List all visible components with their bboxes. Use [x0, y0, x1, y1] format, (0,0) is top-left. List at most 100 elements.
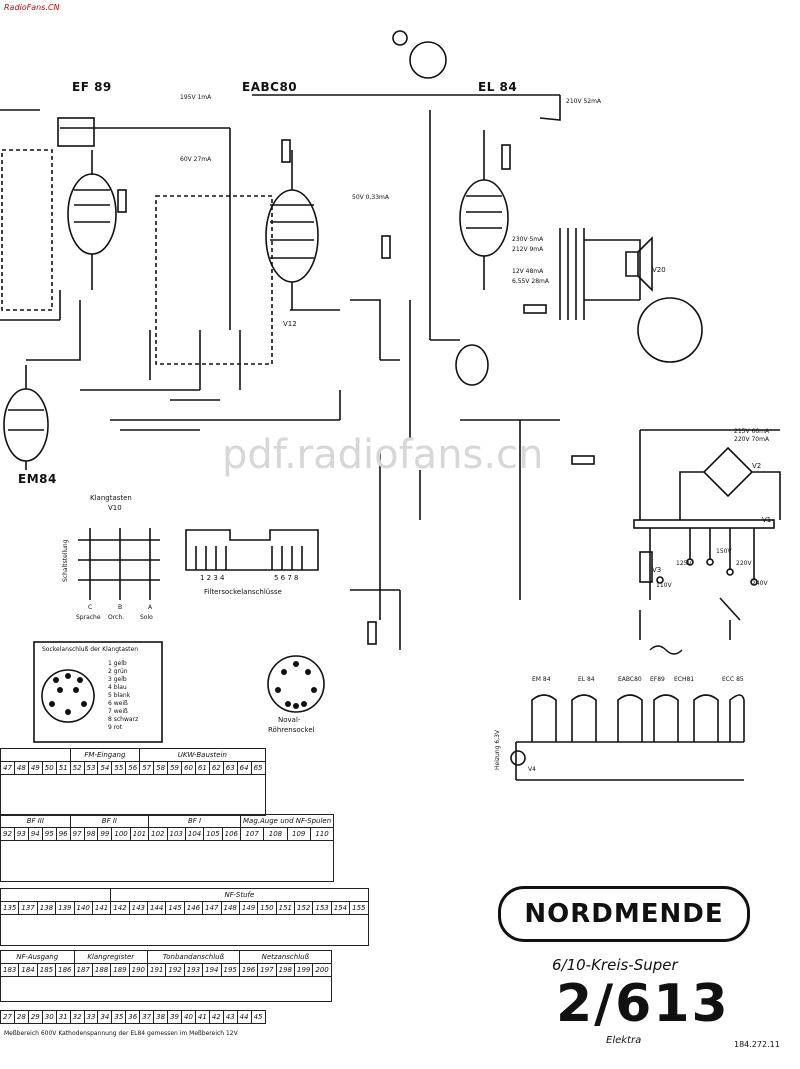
- table1-col: 59: [167, 761, 182, 775]
- table3-col: 138: [36, 901, 57, 915]
- table3-col: 153: [312, 901, 332, 915]
- table4-col: 199: [293, 963, 314, 977]
- table1-col: 61: [194, 761, 210, 775]
- table3-col: 149: [238, 901, 259, 915]
- model-subtitle: 6/10-Kreis-Super: [552, 956, 678, 974]
- table2-col: 103: [166, 827, 186, 841]
- table5-col: 41: [194, 1010, 210, 1024]
- table4-col: 186: [55, 963, 75, 977]
- table4-col: 191: [146, 963, 167, 977]
- table2-group-1: BF III: [0, 814, 71, 828]
- table5-col: 28: [13, 1010, 29, 1024]
- table2-col: 99: [97, 827, 113, 841]
- top-tube: [409, 41, 447, 79]
- mains-240: 240V: [752, 580, 768, 587]
- table5-col: 29: [27, 1010, 43, 1024]
- table5-col: 43: [222, 1010, 238, 1024]
- klang-key-1: Sprache: [76, 614, 101, 621]
- klang-key-3: Solo: [140, 614, 153, 621]
- mains-150: 150V: [716, 548, 732, 555]
- table1-col: 51: [55, 761, 71, 775]
- table1-group-2: UKW-Baustein: [139, 748, 266, 762]
- table4-col: 198: [275, 963, 296, 977]
- ef89-tube: [67, 173, 117, 255]
- table4-col: 189: [110, 963, 130, 977]
- table3-col: 144: [146, 901, 167, 915]
- voltage-7: 6,55V 28mA: [512, 278, 549, 285]
- table3-col: 148: [220, 901, 240, 915]
- table5-col: 38: [153, 1010, 169, 1024]
- heater-tube-4: EF89: [650, 676, 665, 683]
- bridge-rectifier: [679, 446, 781, 520]
- model-number: 2/613: [556, 974, 730, 1034]
- voltage-8: 210V 52mA: [566, 98, 602, 105]
- socket-color-9: 9 rot: [108, 724, 123, 731]
- label-v3: V3: [652, 566, 662, 574]
- table4-col: 188: [91, 963, 112, 977]
- table3-col: 141: [91, 901, 112, 915]
- site-label: RadioFans.CN: [4, 3, 60, 12]
- voltage-2: 60V 27mA: [180, 156, 212, 163]
- klangtasten-sub: V10: [108, 504, 122, 512]
- table3-col: 152: [293, 901, 314, 915]
- table2-col: 108: [263, 827, 288, 841]
- table1-col: 56: [125, 761, 141, 775]
- brand-name: NORDMENDE: [524, 899, 724, 929]
- table4-col: 190: [128, 963, 149, 977]
- table4-col: 200: [312, 963, 332, 977]
- label-v1: V1: [762, 516, 772, 524]
- socket-color-3: 3 gelb: [108, 676, 127, 683]
- table4-col: 187: [73, 963, 93, 977]
- table1-col: 50: [41, 761, 57, 775]
- table1-col: 62: [208, 761, 224, 775]
- table1-col: 65: [250, 761, 266, 775]
- tube-label-v12: V12: [283, 320, 297, 328]
- klangtasten-title: Klangtasten: [90, 494, 132, 502]
- table3-col: 135: [0, 901, 20, 915]
- socket-color-1: 1 gelb: [108, 660, 127, 667]
- table-footnote: Meßbereich 600V Kathodenspannung der EL8…: [4, 1030, 238, 1037]
- table1-col: 53: [83, 761, 99, 775]
- table4-group-4: Netzanschluß: [238, 950, 332, 964]
- table5-col: 44: [236, 1010, 252, 1024]
- table4-col: 194: [202, 963, 222, 977]
- table5-col: 35: [111, 1010, 127, 1024]
- table1-col: 47: [0, 761, 15, 775]
- speaker-icon: [625, 236, 653, 292]
- table3-col: 140: [73, 901, 93, 915]
- socket-color-2: 2 grün: [108, 668, 128, 675]
- table5-col: 39: [167, 1010, 182, 1024]
- el84-tube: [459, 179, 509, 257]
- voltage-5: 212V 9mA: [512, 246, 544, 253]
- noval-caption-1: Noval-: [278, 716, 301, 724]
- klang-letter-a: A: [148, 604, 153, 611]
- table3-col: 137: [18, 901, 38, 915]
- table2-col: 102: [148, 827, 168, 841]
- table4-col: 197: [257, 963, 277, 977]
- table1-col: 60: [180, 761, 196, 775]
- watermark: pdf.radiofans.cn: [222, 432, 544, 478]
- voltage-1: 195V 1mA: [180, 94, 212, 101]
- em84-tube: [3, 388, 49, 462]
- socket-color-4: 4 blau: [108, 684, 127, 691]
- mains-220: 220V: [736, 560, 752, 567]
- filter-pins-left: 1 2 3 4: [200, 574, 225, 582]
- table2-group-2: BF II: [69, 814, 150, 828]
- table5-col: 31: [55, 1010, 71, 1024]
- table2-col: 101: [129, 827, 150, 841]
- table5-col: 40: [180, 1010, 196, 1024]
- voltage-9: 215V 66mA: [734, 428, 770, 435]
- socket-title: Sockelanschluß der Klangtasten: [42, 646, 139, 653]
- tube-label-eabc80: EABC80: [242, 80, 298, 94]
- model-name: Elektra: [606, 1035, 642, 1046]
- voltage-10: 220V 70mA: [734, 436, 770, 443]
- table2-col: 104: [184, 827, 205, 841]
- table2-col: 107: [239, 827, 265, 841]
- table3-col: 146: [183, 901, 204, 915]
- table2-col: 94: [27, 827, 43, 841]
- mains-125: 125V: [676, 560, 692, 567]
- table2-col: 100: [111, 827, 131, 841]
- ac-symbol: [649, 645, 683, 655]
- filter-pins-right: 5 6 7 8: [274, 574, 299, 582]
